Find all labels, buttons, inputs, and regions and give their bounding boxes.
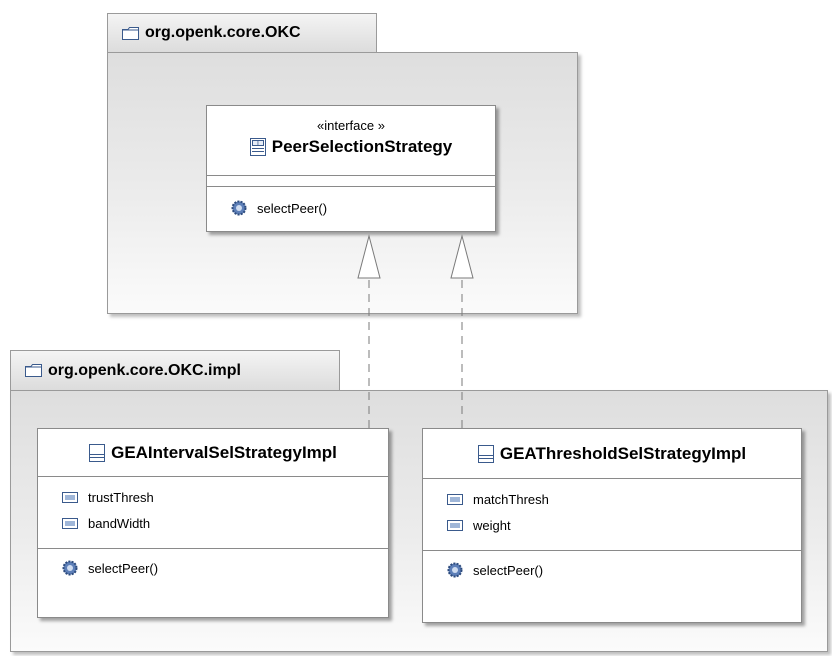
interface-method-row[interactable]: selectPeer() bbox=[207, 195, 495, 221]
field-row[interactable]: bandWidth bbox=[38, 510, 388, 536]
class-icon bbox=[89, 443, 106, 462]
class-name: GEAIntervalSelStrategyImpl bbox=[111, 442, 337, 462]
class-box-gea-threshold[interactable]: GEAThresholdSelStrategyImpl matchThresh … bbox=[422, 428, 802, 623]
field-icon bbox=[62, 517, 78, 529]
svg-text:I: I bbox=[257, 141, 259, 147]
method-name: selectPeer() bbox=[88, 560, 159, 576]
field-icon bbox=[62, 491, 78, 503]
interface-name: PeerSelectionStrategy bbox=[271, 137, 453, 156]
folder-icon bbox=[25, 364, 42, 377]
package-tab-okc[interactable]: org.openk.core.OKC bbox=[107, 13, 377, 52]
class-box-gea-interval[interactable]: GEAIntervalSelStrategyImpl trustThresh b… bbox=[37, 428, 389, 618]
gear-icon bbox=[62, 560, 78, 576]
method-name: selectPeer() bbox=[473, 562, 544, 578]
realization-arrow-interval[interactable] bbox=[357, 234, 381, 428]
class-icon bbox=[477, 444, 494, 463]
folder-icon bbox=[122, 26, 139, 40]
field-name: matchThresh bbox=[473, 491, 549, 507]
interface-stereotype: «interface » bbox=[317, 118, 385, 133]
field-name: weight bbox=[473, 517, 511, 533]
class-name: GEAThresholdSelStrategyImpl bbox=[499, 443, 747, 463]
field-icon bbox=[447, 519, 463, 531]
field-name: bandWidth bbox=[88, 515, 151, 531]
realization-arrow-threshold[interactable] bbox=[450, 234, 474, 428]
gear-icon bbox=[231, 200, 247, 216]
method-name: selectPeer() bbox=[257, 200, 328, 216]
method-row[interactable]: selectPeer() bbox=[38, 555, 388, 581]
field-row[interactable]: weight bbox=[423, 512, 801, 538]
gear-icon bbox=[447, 562, 463, 578]
field-row[interactable]: matchThresh bbox=[423, 486, 801, 512]
field-row[interactable]: trustThresh bbox=[38, 484, 388, 510]
package-name: org.openk.core.OKC bbox=[145, 24, 301, 41]
method-row[interactable]: selectPeer() bbox=[423, 557, 801, 583]
package-name: org.openk.core.OKC.impl bbox=[48, 361, 241, 379]
interface-box-peer-selection-strategy[interactable]: «interface » I PeerSelectionStrategy sel… bbox=[206, 105, 496, 232]
field-name: trustThresh bbox=[88, 489, 154, 505]
field-icon bbox=[447, 493, 463, 505]
package-tab-okc-impl[interactable]: org.openk.core.OKC.impl bbox=[10, 350, 340, 390]
interface-icon: I bbox=[249, 138, 266, 156]
